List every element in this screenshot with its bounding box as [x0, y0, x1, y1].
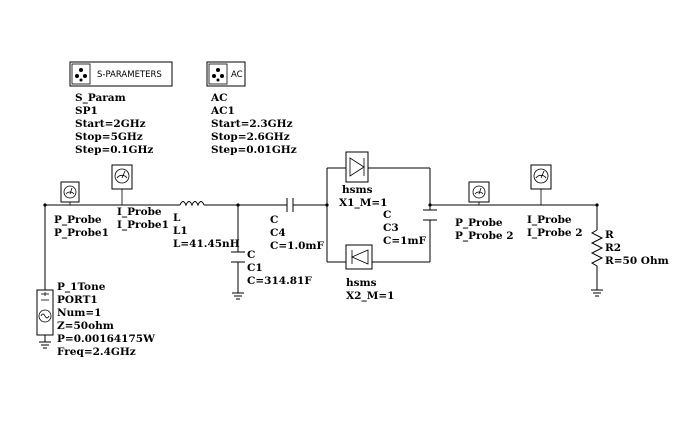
p-probe2-labels: P_Probe P_Probe 2	[455, 217, 514, 243]
l1-labels: L L1 L=41.45nH	[173, 212, 240, 250]
ac-line-1: AC	[210, 92, 228, 104]
c3-labels: C C3 C=1mF	[383, 209, 427, 247]
c1-name: C1	[247, 262, 263, 274]
i-probe1-labels: I_Probe I_Probe1	[117, 206, 169, 232]
port1-impedance: Z=50ohm	[57, 320, 114, 332]
ac-line-4: Stop=2.6GHz	[211, 131, 290, 143]
l1-name: L1	[173, 225, 188, 237]
resistor-r2[interactable]	[590, 229, 604, 297]
p-probe1-labels: P_Probe P_Probe1	[54, 214, 109, 240]
l1-type: L	[173, 212, 181, 224]
sparam-line-3: Start=2GHz	[75, 118, 146, 130]
controller-icon	[212, 68, 224, 82]
port1-frequency: Freq=2.4GHz	[57, 346, 136, 358]
c4-labels: C C4 C=1.0mF	[270, 214, 325, 252]
c1-type: C	[247, 249, 255, 261]
capacitor-c1[interactable]	[231, 251, 245, 300]
sparam-line-2: SP1	[75, 105, 98, 117]
s-parameters-controller[interactable]: S-PARAMETERS	[69, 61, 173, 87]
ac-line-2: AC1	[210, 105, 235, 117]
r2-value: R=50 Ohm	[605, 255, 669, 267]
wires	[44, 167, 598, 342]
port1-labels: P_1Tone PORT1 Num=1 Z=50ohm P=0.00164175…	[57, 281, 155, 358]
r2-name: R2	[605, 242, 621, 254]
c4-name: C4	[270, 227, 286, 239]
diode-x1[interactable]	[345, 151, 369, 183]
c4-type: C	[270, 214, 278, 226]
capacitor-c3[interactable]	[423, 209, 437, 221]
port1-source[interactable]	[36, 289, 54, 349]
x2-type: hsms	[346, 277, 377, 289]
port1-power: P=0.00164175W	[57, 333, 155, 345]
junction-dots	[43, 203, 599, 207]
sparam-line-5: Step=0.1GHz	[75, 144, 153, 156]
ac-line-3: Start=2.3GHz	[211, 118, 293, 130]
i-probe2-labels: I_Probe I_Probe 2	[527, 214, 583, 240]
p-probe1[interactable]	[60, 181, 80, 205]
i-probe2-type: I_Probe	[527, 214, 572, 227]
c1-value: C=314.81F	[247, 275, 312, 287]
s-parameters-header: S-PARAMETERS	[97, 70, 162, 80]
i-probe2-name: I_Probe 2	[527, 227, 583, 240]
p-probe1-name: P_Probe1	[54, 227, 109, 240]
capacitor-c4[interactable]	[282, 198, 298, 212]
x1-type: hsms	[342, 184, 373, 196]
x1-instance: X1_M=1	[339, 197, 387, 210]
port1-type: P_1Tone	[57, 281, 106, 294]
r2-type: R	[605, 229, 614, 241]
x2-labels: hsms X2_M=1	[346, 277, 394, 303]
x2-instance: X2_M=1	[346, 290, 394, 303]
r2-labels: R R2 R=50 Ohm	[605, 229, 669, 267]
c1-labels: C C1 C=314.81F	[247, 249, 312, 287]
p-probe2[interactable]	[468, 181, 490, 205]
controller-icon	[75, 68, 87, 82]
c3-type: C	[383, 209, 391, 221]
ac-line-5: Step=0.01GHz	[211, 144, 297, 156]
c4-value: C=1.0mF	[270, 240, 325, 252]
l1-value: L=41.45nH	[173, 238, 240, 250]
s-parameters-labels: S_Param SP1 Start=2GHz Stop=5GHz Step=0.…	[75, 92, 153, 156]
p-probe1-type: P_Probe	[54, 214, 102, 227]
port1-name: PORT1	[57, 294, 98, 306]
ac-controller[interactable]: AC	[206, 61, 246, 87]
i-probe2[interactable]	[530, 164, 552, 205]
sparam-line-1: S_Param	[75, 92, 126, 105]
diode-x2[interactable]	[345, 244, 373, 270]
port1-num: Num=1	[57, 307, 101, 319]
i-probe1[interactable]	[111, 164, 133, 205]
p-probe2-type: P_Probe	[455, 217, 503, 230]
c3-name: C3	[383, 222, 399, 234]
i-probe1-type: I_Probe	[117, 206, 162, 219]
c3-value: C=1mF	[383, 235, 427, 247]
ac-header: AC	[231, 70, 243, 80]
ac-labels: AC AC1 Start=2.3GHz Stop=2.6GHz Step=0.0…	[210, 92, 297, 156]
inductor-l1[interactable]	[179, 201, 205, 207]
x1-labels: hsms X1_M=1	[339, 184, 387, 210]
sparam-line-4: Stop=5GHz	[75, 131, 143, 143]
p-probe2-name: P_Probe 2	[455, 230, 514, 243]
i-probe1-name: I_Probe1	[117, 219, 169, 232]
